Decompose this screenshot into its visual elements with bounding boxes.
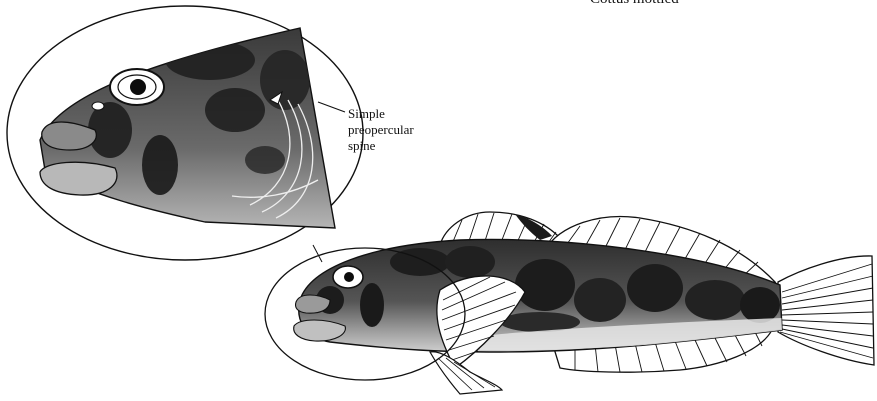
inset-magnified-head [7,6,363,260]
callout-line-1: Simple [348,106,458,122]
callout-leader-line [318,102,345,112]
fish-eye [333,266,363,288]
callout-line-2: preopercular [348,122,458,138]
callout-line-3: spine [348,138,458,154]
inset-connector-line [313,245,322,262]
caudal-fin [778,256,874,365]
partial-caption: Cottus mottled [590,0,679,8]
whole-fish [294,212,874,394]
inset-lower-jaw [40,162,117,195]
inset-eye [110,69,164,105]
inset-nostril [92,102,104,110]
callout-label: Simple preopercular spine [348,106,458,154]
fish-lower-jaw [294,320,346,341]
